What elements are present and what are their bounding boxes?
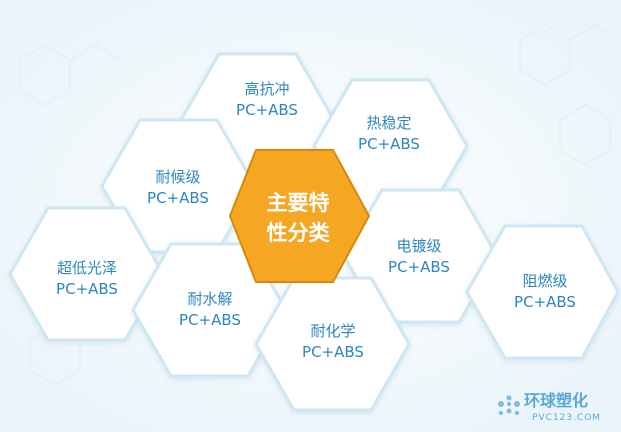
- hex-heat-stable-name: 热稳定: [366, 114, 411, 132]
- hex-ultra-low-gloss: 超低光泽 PC+ABS: [8, 206, 165, 342]
- hex-hydrolysis-resistant-material: PC+ABS: [179, 311, 241, 329]
- hex-center: 主要特 性分类: [228, 149, 371, 283]
- hex-high-impact-material: PC+ABS: [236, 101, 298, 119]
- hex-chemical-resistant-name: 耐化学: [310, 322, 355, 340]
- hex-ultra-low-gloss-name: 超低光泽: [57, 259, 117, 277]
- center-label-line2: 性分类: [267, 221, 331, 245]
- center-label-line1: 主要特: [267, 191, 330, 215]
- hex-flame-retardant: 阻燃级 PC+ABS: [465, 224, 620, 360]
- watermark: 环球塑化 PVC123.COM: [498, 391, 601, 423]
- hex-heat-stable-material: PC+ABS: [358, 135, 420, 153]
- hex-heat-stable: 热稳定 PC+ABS: [312, 78, 469, 214]
- hex-hydrolysis-resistant-name: 耐水解: [187, 290, 232, 308]
- hex-flame-retardant-name: 阻燃级: [522, 272, 567, 290]
- watermark-domain: PVC123.COM: [532, 413, 601, 423]
- hex-electroplating-material: PC+ABS: [388, 258, 450, 276]
- hex-center-shape: [228, 149, 371, 283]
- hex-high-impact-name: 高抗冲: [244, 80, 289, 98]
- hex-ultra-low-gloss-material: PC+ABS: [56, 280, 118, 298]
- hex-chemical-resistant: 耐化学 PC+ABS: [254, 276, 411, 412]
- hex-weather-resistant-name: 耐候级: [155, 168, 200, 186]
- watermark-name: 环球塑化: [524, 391, 588, 410]
- hex-electroplating-name: 电镀级: [396, 237, 441, 255]
- hex-flame-retardant-material: PC+ABS: [514, 293, 576, 311]
- globe-logo-icon: [498, 395, 520, 415]
- hex-chemical-resistant-material: PC+ABS: [302, 343, 364, 361]
- hex-ultra-low-gloss-shape: [8, 206, 165, 342]
- hex-chemical-resistant-shape: [254, 276, 411, 412]
- hex-flame-retardant-shape: [465, 224, 620, 360]
- hex-weather-resistant-material: PC+ABS: [147, 189, 209, 207]
- background-molecule-pattern: [19, 24, 621, 386]
